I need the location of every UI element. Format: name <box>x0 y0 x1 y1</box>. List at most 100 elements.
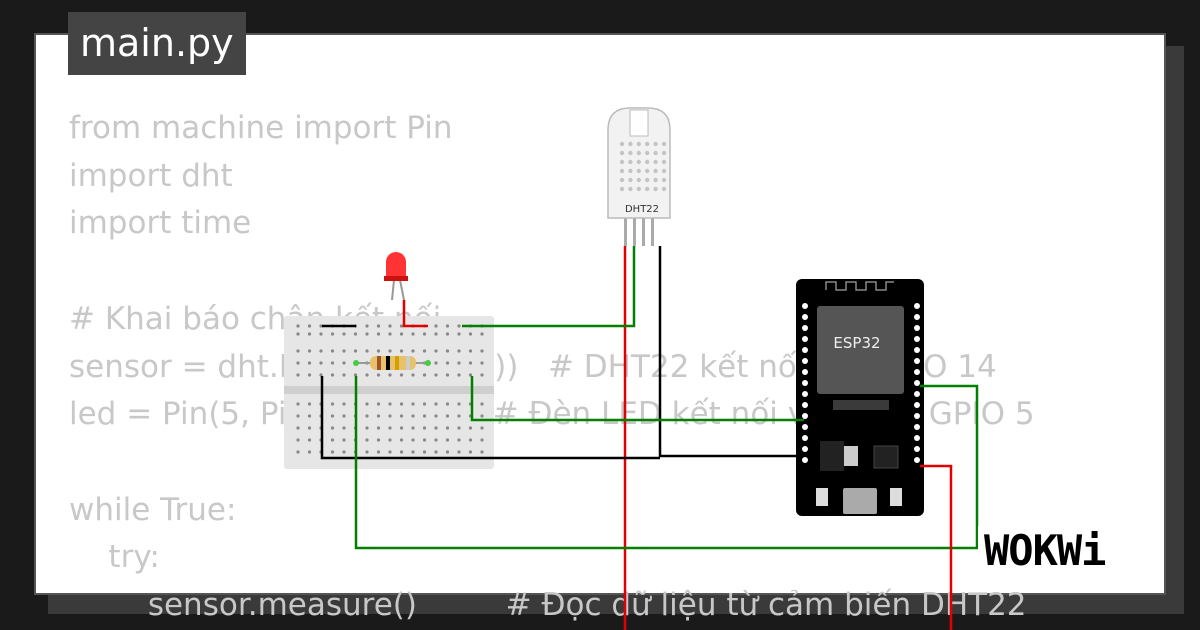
hole <box>457 332 461 336</box>
hole <box>307 426 312 430</box>
hole <box>422 349 427 353</box>
hole <box>628 168 633 174</box>
resistor-component[interactable] <box>353 356 431 370</box>
hole <box>628 186 633 192</box>
hole <box>411 373 415 377</box>
hole <box>388 324 392 328</box>
hole <box>914 347 920 353</box>
hole <box>445 426 450 430</box>
hole <box>330 450 335 454</box>
hole <box>661 141 667 147</box>
hole <box>468 438 473 442</box>
hole <box>399 450 404 454</box>
hole <box>445 450 450 454</box>
hole <box>388 373 392 377</box>
hole <box>914 402 920 408</box>
hole <box>434 324 438 328</box>
hole <box>653 141 658 147</box>
hole <box>296 361 300 365</box>
hole <box>914 391 920 397</box>
hole <box>365 373 369 377</box>
hole <box>319 361 323 365</box>
hole <box>296 450 300 454</box>
hole <box>376 438 381 442</box>
hole <box>457 450 461 454</box>
hole <box>411 349 415 353</box>
hole <box>399 414 404 418</box>
hole <box>619 150 625 156</box>
hole <box>411 414 415 418</box>
esp32-board[interactable]: ESP32 <box>796 279 924 516</box>
hole <box>307 438 312 442</box>
hole <box>434 402 438 406</box>
hole <box>661 168 667 174</box>
hole <box>296 426 300 430</box>
hole <box>399 349 404 353</box>
hole <box>411 426 415 430</box>
hole <box>661 177 667 183</box>
hole <box>619 168 625 174</box>
hole <box>653 159 658 165</box>
hole <box>914 369 920 375</box>
hole <box>468 361 473 365</box>
hole <box>914 457 920 463</box>
hole <box>342 438 346 442</box>
led-component[interactable] <box>384 252 408 301</box>
hole <box>636 159 641 165</box>
hole <box>480 426 484 430</box>
hole <box>645 159 650 165</box>
hole <box>802 435 808 441</box>
hole <box>330 332 335 336</box>
hole <box>388 332 392 336</box>
hole <box>365 349 369 353</box>
hole <box>457 414 461 418</box>
hole <box>296 402 300 406</box>
hole <box>422 438 427 442</box>
hole <box>802 424 808 430</box>
hole <box>802 413 808 419</box>
hole <box>645 186 650 192</box>
hole <box>307 450 312 454</box>
hole <box>319 324 323 328</box>
hole <box>388 414 392 418</box>
hole <box>342 373 346 377</box>
hole <box>457 438 461 442</box>
hole <box>468 373 473 377</box>
hole <box>468 349 473 353</box>
hole <box>376 426 381 430</box>
hole <box>376 414 381 418</box>
hole <box>399 402 404 406</box>
hole <box>802 325 808 331</box>
hole <box>342 450 346 454</box>
hole <box>388 349 392 353</box>
hole <box>365 438 369 442</box>
hole <box>802 303 808 309</box>
hole <box>653 150 658 156</box>
dht22-sensor[interactable]: DHT22 <box>607 107 671 246</box>
hole <box>914 325 920 331</box>
hole <box>330 426 335 430</box>
hole <box>365 426 369 430</box>
hole <box>365 450 369 454</box>
hole <box>307 373 312 377</box>
hole <box>914 358 920 364</box>
hole <box>307 361 312 365</box>
hole <box>296 324 300 328</box>
hole <box>399 426 404 430</box>
hole <box>480 438 484 442</box>
hole <box>653 186 658 192</box>
hole <box>457 373 461 377</box>
wires <box>320 246 979 630</box>
file-tab[interactable]: main.py <box>68 12 246 75</box>
hole <box>914 424 920 430</box>
breadboard <box>284 316 494 469</box>
hole <box>445 438 450 442</box>
hole <box>802 391 808 397</box>
wokwi-logo: WOKWi <box>978 526 1112 576</box>
hole <box>388 438 392 442</box>
hole <box>480 332 484 336</box>
hole <box>645 141 650 147</box>
hole <box>619 186 625 192</box>
hole <box>434 332 438 336</box>
